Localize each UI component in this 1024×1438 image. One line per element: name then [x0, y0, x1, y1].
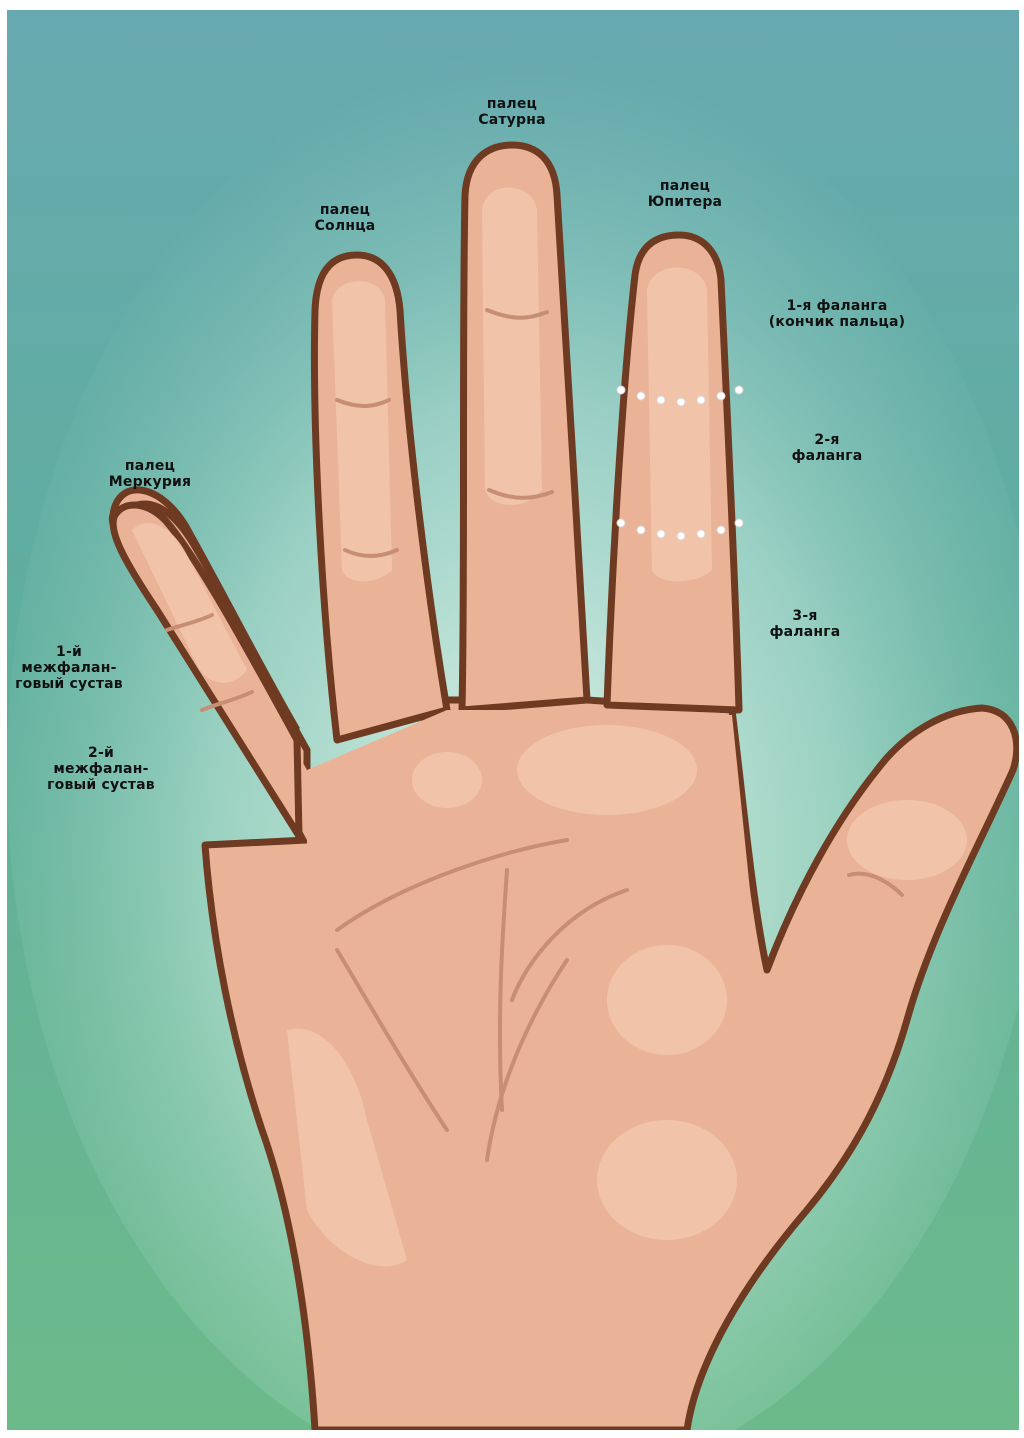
label-joint-1-line2: межфалан-: [9, 660, 129, 676]
label-phalanx-2: 2-я фаланга: [767, 432, 887, 464]
label-joint-2-line1: 2-й: [41, 745, 161, 761]
label-saturn-line2: Сатурна: [462, 112, 562, 128]
label-phalanx-1-line1: 1-я фаланга: [757, 298, 917, 314]
label-joint-1-line1: 1-й: [9, 644, 129, 660]
label-phalanx-2-line2: фаланга: [767, 448, 887, 464]
label-jupiter-line1: палец: [635, 178, 735, 194]
diagram-frame: палец Сатурна палец Солнца палец Юпитера…: [7, 10, 1019, 1430]
label-joint-1-line3: говый сустав: [9, 676, 129, 692]
label-mercury-line2: Меркурия: [95, 474, 205, 490]
label-joint-2: 2-й межфалан- говый сустав: [41, 745, 161, 793]
label-phalanx-3-line1: 3-я: [745, 608, 865, 624]
label-saturn-line1: палец: [462, 96, 562, 112]
label-mercury: палец Меркурия: [95, 458, 205, 490]
label-sun-line2: Солнца: [295, 218, 395, 234]
label-joint-2-line3: говый сустав: [41, 777, 161, 793]
label-phalanx-2-line1: 2-я: [767, 432, 887, 448]
label-joint-1: 1-й межфалан- говый сустав: [9, 644, 129, 692]
label-sun-line1: палец: [295, 202, 395, 218]
label-mercury-line1: палец: [95, 458, 205, 474]
label-sun: палец Солнца: [295, 202, 395, 234]
label-phalanx-3: 3-я фаланга: [745, 608, 865, 640]
label-phalanx-1-line2: (кончик пальца): [757, 314, 917, 330]
hand-illustration: [7, 10, 1019, 1430]
label-joint-2-line2: межфалан-: [41, 761, 161, 777]
label-saturn: палец Сатурна: [462, 96, 562, 128]
label-phalanx-3-line2: фаланга: [745, 624, 865, 640]
label-jupiter: палец Юпитера: [635, 178, 735, 210]
label-phalanx-1: 1-я фаланга (кончик пальца): [757, 298, 917, 330]
label-jupiter-line2: Юпитера: [635, 194, 735, 210]
